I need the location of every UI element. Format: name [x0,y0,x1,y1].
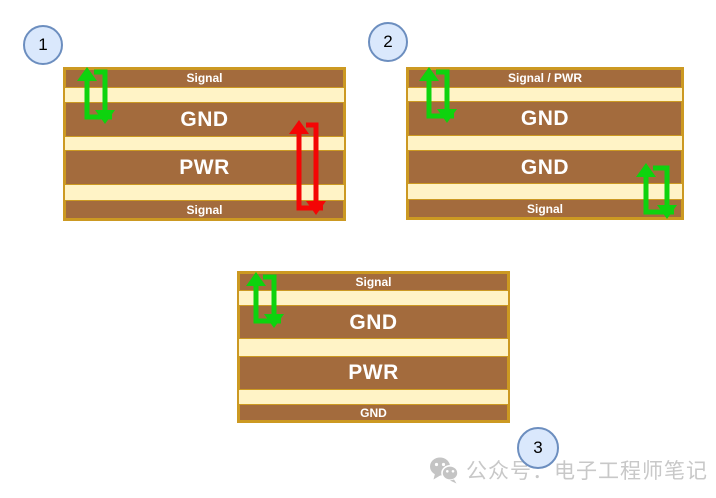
dielectric-gap [239,389,508,405]
copper-layer-gnd: GND [239,404,508,421]
copper-layer-pwr: PWR [239,356,508,390]
layer-label: Signal [186,71,223,86]
layer-label: Signal / PWR [507,71,582,86]
layer-label: Signal [526,201,563,216]
dielectric-gap [65,136,344,151]
layer-label: GND [349,310,398,334]
dielectric-gap [408,87,682,102]
dielectric-gap [65,87,344,103]
copper-layer-signal: Signal [408,199,682,219]
green-return-current-loop-arrow [636,163,677,219]
dielectric-gap [408,135,682,151]
layer-label: Signal [186,202,223,217]
green-return-current-loop-arrow [246,272,284,328]
stackup-box-2: Signal / PWR GND GND Signal [406,67,684,220]
dielectric-gap [239,338,508,357]
diagram-number-badge-2: 2 [368,22,408,62]
diagram-number-badge-3: 3 [517,427,559,469]
watermark-text: 公众号：电子工程师笔记 [466,460,708,483]
layer-label: GND [520,107,570,131]
red-return-current-loop-arrow [289,120,326,215]
copper-layer-signal-pwr: Signal / PWR [408,69,682,88]
layer-label: Signal [355,274,392,289]
dielectric-gap [65,184,344,201]
copper-layer-gnd: GND [408,150,682,184]
diagram-number-badge-1: 1 [23,25,63,65]
watermark: 公众号：电子工程师笔记 [429,455,708,485]
wechat-icon [430,457,459,484]
layer-label: PWR [179,156,230,180]
layer-label: GND [180,107,229,131]
layer-label: GND [520,155,570,179]
green-return-current-loop-arrow [419,67,457,123]
copper-layer-gnd: GND [239,305,508,339]
dielectric-gap [239,290,508,306]
copper-layer-gnd: GND [408,101,682,136]
green-return-current-loop-arrow [77,67,115,124]
copper-layer-signal: Signal [65,69,344,88]
dielectric-gap [408,183,682,200]
layer-label: GND [360,405,387,420]
copper-layer-signal: Signal [239,273,508,291]
layer-label: PWR [348,361,399,385]
copper-layer-signal: Signal [65,200,344,219]
